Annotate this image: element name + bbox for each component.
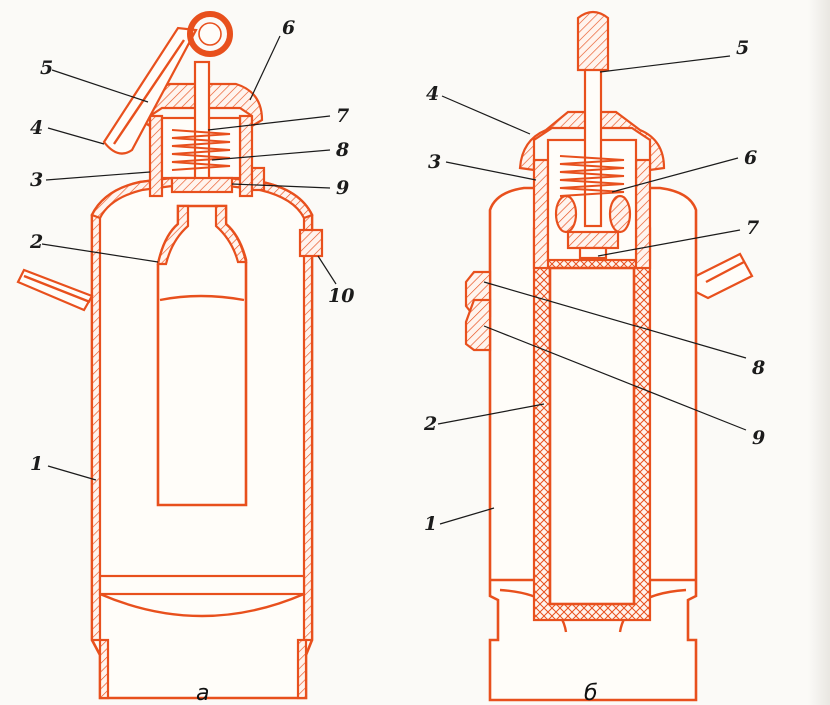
- label-a-5: 5: [40, 57, 53, 79]
- leaders-b: [437, 55, 747, 525]
- cylinder-wall-right-a: [302, 213, 314, 642]
- label-b-9: 9: [752, 427, 765, 449]
- label-b-4: 4: [426, 83, 439, 105]
- label-a-8: 8: [335, 139, 349, 161]
- base-dome-a: [99, 592, 305, 618]
- caption-a: а: [196, 681, 209, 705]
- label-a-6: 6: [282, 17, 295, 39]
- label-a-2: 2: [29, 231, 43, 253]
- label-b-5: 5: [736, 37, 749, 59]
- label-b-8: 8: [751, 357, 765, 379]
- pull-ring-a: [187, 11, 233, 57]
- extinguisher-a: [16, 11, 324, 700]
- label-a-3: 3: [30, 169, 43, 191]
- leaders-a: [41, 35, 337, 481]
- label-b-2: 2: [423, 413, 437, 435]
- cap-b: [518, 110, 666, 172]
- label-b-1: 1: [424, 513, 437, 535]
- stem-top-b: [576, 10, 610, 72]
- spring-b: [559, 155, 625, 197]
- spring-a: [171, 129, 231, 171]
- label-a-1: 1: [30, 453, 43, 475]
- label-b-7: 7: [746, 217, 759, 239]
- label-b-6: 6: [744, 147, 757, 169]
- caption-b: б: [584, 681, 598, 705]
- side-handle-a: [16, 268, 94, 312]
- nut-9-b: [464, 298, 492, 352]
- head-wall-left-a: [148, 114, 164, 198]
- label-a-7: 7: [336, 105, 349, 127]
- label-a-10: 10: [328, 285, 354, 307]
- labels-b: 5 4 3 6 7 8 9 2 1: [423, 37, 765, 535]
- label-b-3: 3: [428, 151, 441, 173]
- cylinder-wall-left-a: [90, 213, 102, 642]
- side-handle-b: [694, 252, 754, 300]
- stem-a: [193, 60, 211, 182]
- valve-seat-a: [170, 176, 234, 194]
- valve-seat-b: [566, 230, 620, 250]
- label-a-4: 4: [30, 117, 43, 139]
- base-ring-a: [98, 574, 306, 596]
- nut-10-a: [298, 228, 324, 258]
- page-edge-bleed: [808, 0, 830, 705]
- labels-a: 5 4 3 6 2 7 8 9 10 1: [29, 17, 354, 475]
- extinguisher-b: [464, 10, 754, 702]
- label-a-9: 9: [336, 177, 349, 199]
